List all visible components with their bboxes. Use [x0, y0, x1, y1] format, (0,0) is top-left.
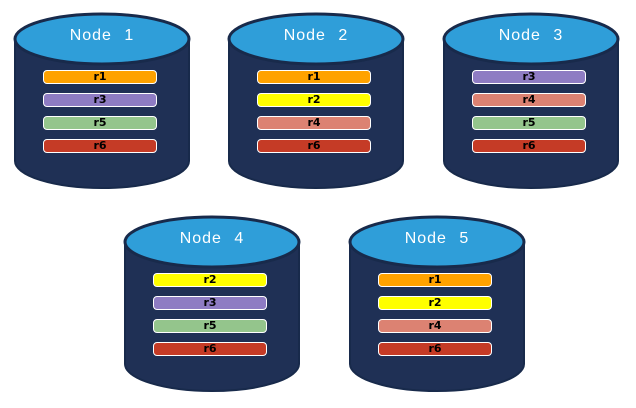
replica-bar: r4: [378, 319, 492, 333]
node-4: Node 4 r2 r3 r5 r6: [122, 214, 302, 394]
replica-bar: r6: [153, 342, 267, 356]
replica-bar: r5: [153, 319, 267, 333]
replica-bar: r2: [257, 93, 371, 107]
node-2: Node 2 r1 r2 r4 r6: [226, 11, 406, 191]
replica-bar: r4: [257, 116, 371, 130]
node-1: Node 1 r1 r3 r5 r6: [12, 11, 192, 191]
node-3: Node 3 r3 r4 r5 r6: [441, 11, 621, 191]
node-title: Node 1: [69, 27, 135, 44]
replica-bar: r1: [257, 70, 371, 84]
replica-bar: r1: [43, 70, 157, 84]
node-title: Node 2: [283, 27, 349, 44]
replica-bar: r1: [378, 273, 492, 287]
replica-bar: r6: [257, 139, 371, 153]
replica-bar: r3: [472, 70, 586, 84]
replica-bar: r4: [472, 93, 586, 107]
replica-bar: r5: [43, 116, 157, 130]
replica-bar: r2: [153, 273, 267, 287]
node-title: Node 5: [404, 230, 470, 247]
node-title: Node 4: [179, 230, 245, 247]
node-title: Node 3: [498, 27, 564, 44]
replica-bar: r2: [378, 296, 492, 310]
replica-bar: r3: [43, 93, 157, 107]
node-5: Node 5 r1 r2 r4 r6: [347, 214, 527, 394]
replica-bar: r6: [472, 139, 586, 153]
replica-bar: r3: [153, 296, 267, 310]
replica-bar: r6: [378, 342, 492, 356]
replica-bar: r6: [43, 139, 157, 153]
replica-bar: r5: [472, 116, 586, 130]
